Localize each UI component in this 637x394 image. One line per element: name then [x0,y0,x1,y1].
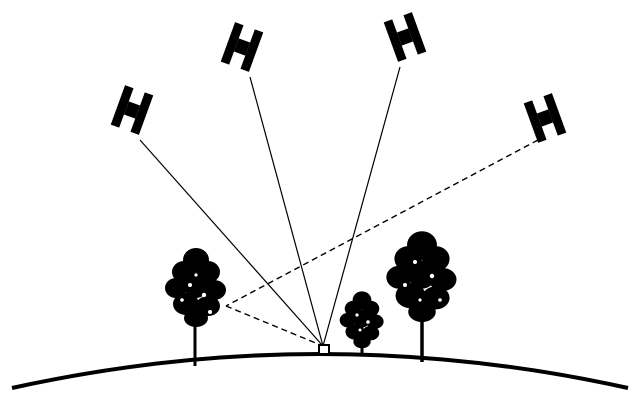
receiver-icon [318,344,330,355]
tree-icon [386,231,457,362]
satellite-icon [110,85,154,135]
signal-line-satellite-3 [322,66,401,347]
tree-icon [339,291,384,356]
satellite-icon [220,22,264,72]
reflected-signal-outgoing [225,305,324,347]
signal-line-satellite-1 [139,139,324,347]
earth-surface [11,352,629,390]
satellite-icon [523,93,567,143]
tree-icon [165,248,226,366]
signal-line-satellite-2 [249,76,324,347]
satellite-icon [383,12,427,62]
reflected-signal-incoming [225,139,539,307]
